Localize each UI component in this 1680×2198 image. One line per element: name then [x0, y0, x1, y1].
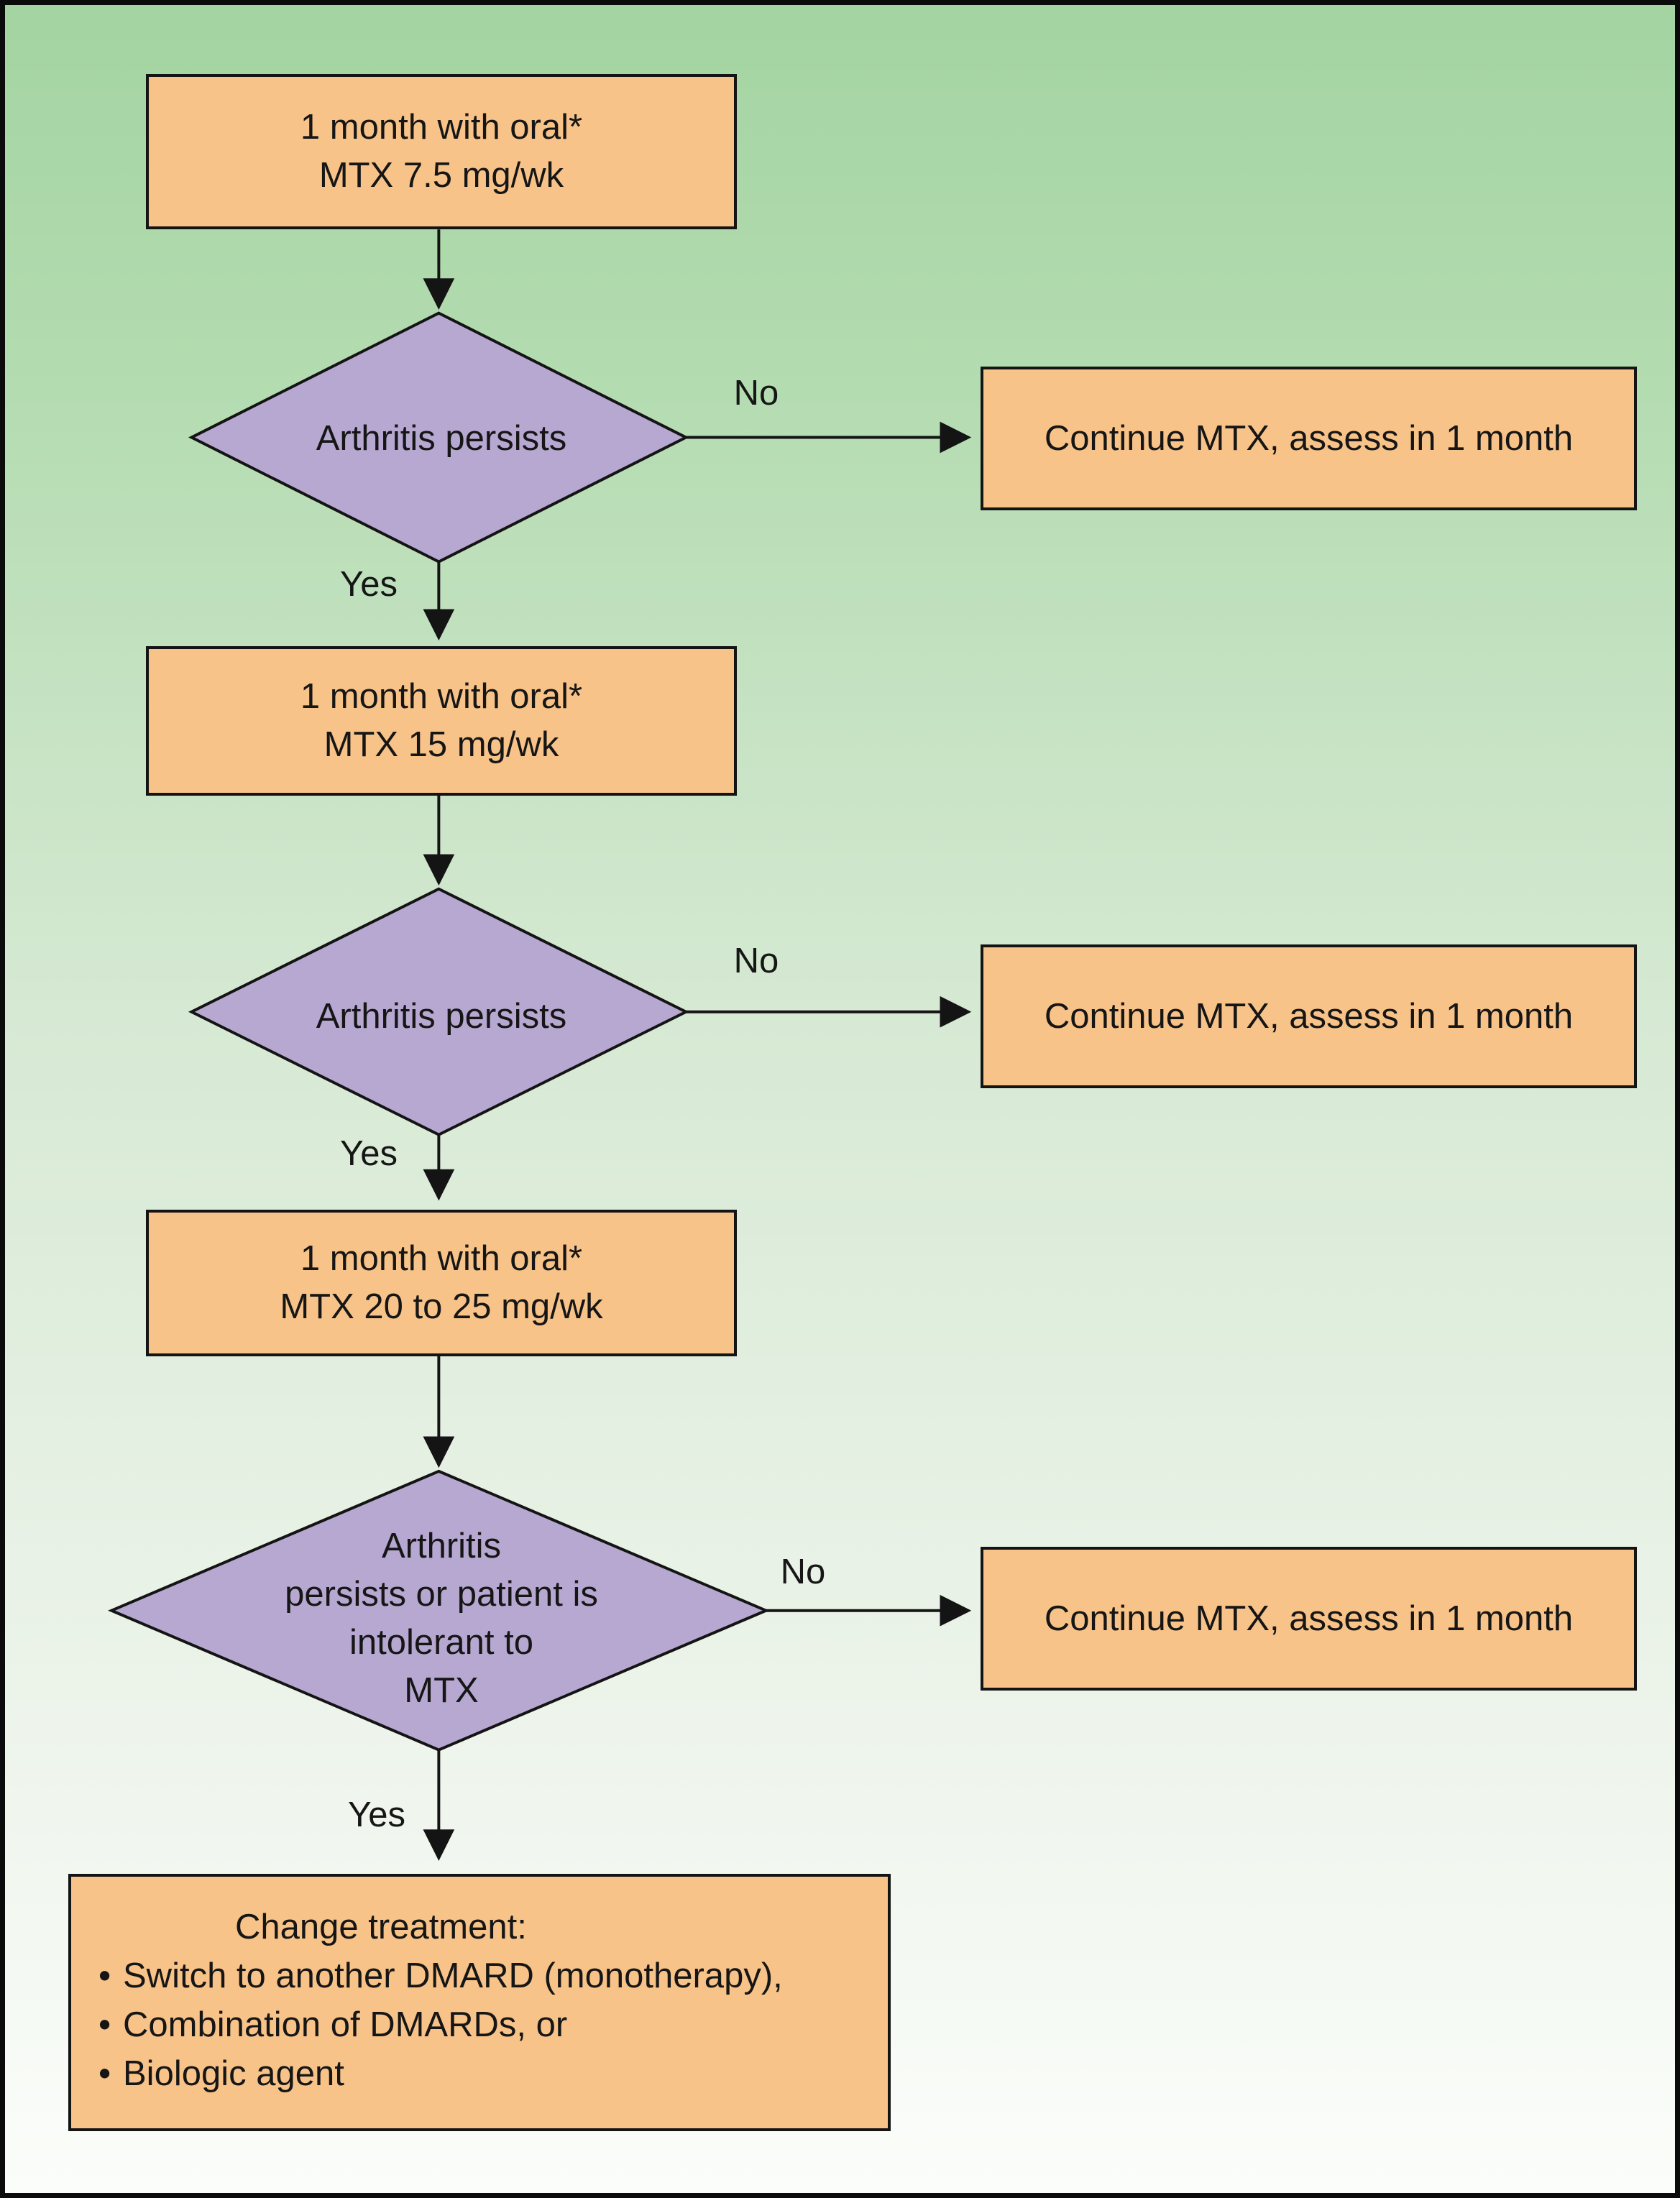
- decision1-label: Arthritis persists: [226, 403, 657, 474]
- outcome1-text: Continue MTX, assess in 1 month: [1044, 418, 1574, 458]
- bullet-icon: •: [98, 2054, 111, 2093]
- decision1-text: Arthritis persists: [316, 418, 567, 458]
- decision3-no-label: No: [780, 1553, 826, 1591]
- change-treatment-bullet-1: Switch to another DMARD (monotherapy),: [123, 1956, 783, 1995]
- decision2-yes-label: Yes: [340, 1134, 398, 1173]
- change-treatment-bullet-2: Combination of DMARDs, or: [123, 2005, 568, 2044]
- decision1-diamond: [188, 311, 689, 564]
- step2-line1: 1 month with oral*: [300, 677, 583, 716]
- decision1-yes-label: Yes: [340, 565, 398, 604]
- decision3-line2: persists or patient is: [285, 1575, 598, 1614]
- change-treatment-item: • Biologic agent: [98, 2049, 866, 2098]
- change-treatment-bullet-3: Biologic agent: [123, 2054, 344, 2093]
- decision3-label: Arthritis persists or patient is intoler…: [190, 1522, 693, 1715]
- step1-line1: 1 month with oral*: [300, 108, 583, 147]
- step3-line2: MTX 20 to 25 mg/wk: [280, 1287, 603, 1326]
- decision3-line1: Arthritis: [381, 1527, 502, 1565]
- outcome2-box: Continue MTX, assess in 1 month: [981, 944, 1637, 1088]
- decision2-no-label: No: [733, 942, 779, 980]
- step1-box: 1 month with oral* MTX 7.5 mg/wk: [146, 74, 737, 229]
- decision3-line4: MTX: [404, 1671, 479, 1710]
- change-treatment-item: • Combination of DMARDs, or: [98, 2000, 866, 2049]
- change-treatment-item: • Switch to another DMARD (monotherapy),: [98, 1951, 866, 2000]
- decision3-yes-label: Yes: [348, 1795, 405, 1834]
- decision2-text: Arthritis persists: [316, 996, 567, 1036]
- flowchart-connectors: [108, 229, 972, 1861]
- outcome3-box: Continue MTX, assess in 1 month: [981, 1547, 1637, 1691]
- change-treatment-box: Change treatment: • Switch to another DM…: [68, 1874, 891, 2131]
- step2-line2: MTX 15 mg/wk: [323, 725, 559, 764]
- change-treatment-heading: Change treatment:: [235, 1908, 527, 1946]
- decision2-label: Arthritis persists: [226, 980, 657, 1052]
- decision3-line3: intolerant to: [349, 1623, 534, 1662]
- outcome1-box: Continue MTX, assess in 1 month: [981, 367, 1637, 510]
- outcome2-text: Continue MTX, assess in 1 month: [1044, 996, 1574, 1036]
- bullet-icon: •: [98, 1956, 111, 1995]
- step3-line1: 1 month with oral*: [300, 1239, 583, 1278]
- decision1-no-label: No: [733, 374, 779, 413]
- decision3-diamond: [108, 1469, 770, 1752]
- bullet-icon: •: [98, 2005, 111, 2044]
- step3-box: 1 month with oral* MTX 20 to 25 mg/wk: [146, 1210, 737, 1356]
- step1-line2: MTX 7.5 mg/wk: [318, 156, 564, 195]
- outcome3-text: Continue MTX, assess in 1 month: [1044, 1599, 1574, 1638]
- decision2-diamond: [188, 887, 689, 1136]
- step2-box: 1 month with oral* MTX 15 mg/wk: [146, 646, 737, 796]
